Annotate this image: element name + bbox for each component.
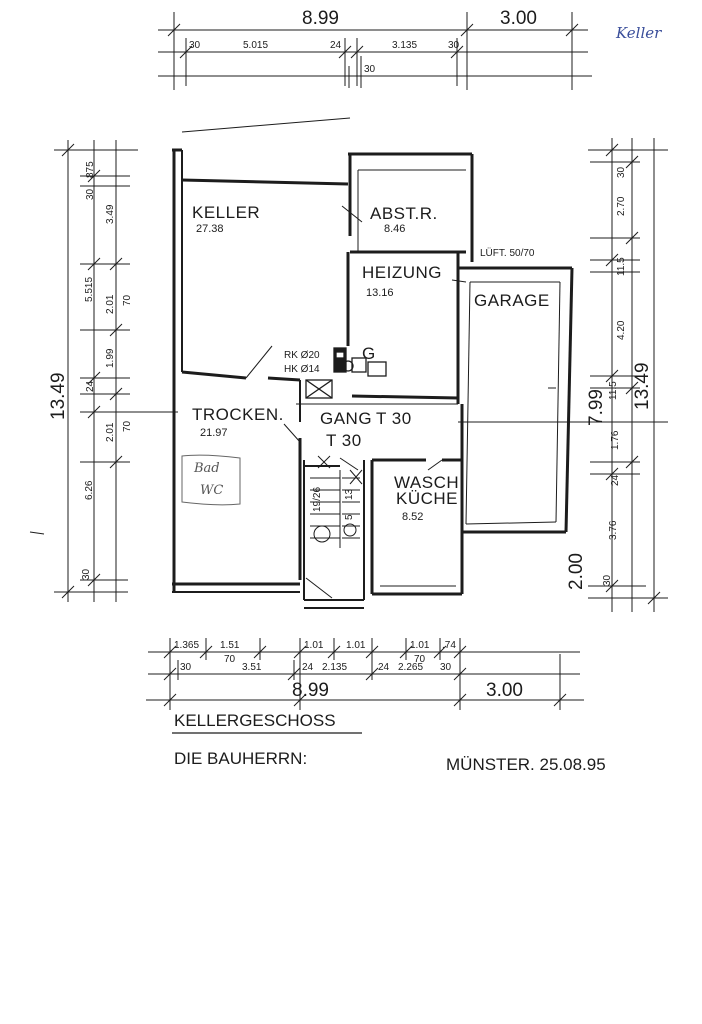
door-swings <box>245 205 556 599</box>
bottom-dim-351: 3.51 <box>242 662 262 673</box>
room-garage-name: GARAGE <box>474 291 550 310</box>
left-dim-24: 24 <box>85 380 96 392</box>
left-dim-70a: 70 <box>122 294 133 306</box>
right-dim-30: 30 <box>616 166 627 178</box>
room-trocken-area: 21.97 <box>200 427 228 439</box>
left-dim-626: 6.26 <box>84 480 95 500</box>
bottom-dim-30b: 30 <box>440 662 452 673</box>
top-dimension-chain <box>158 12 592 90</box>
top-total-main-dim: 8.99 <box>302 8 339 29</box>
right-dim-115b: 11.5 <box>608 381 619 400</box>
room-heizung-name: HEIZUNG <box>362 263 442 282</box>
top-total-garage-dim: 3.00 <box>500 8 537 29</box>
bottom-dim-24b: 24 <box>378 662 390 673</box>
annotation-g: G <box>362 344 376 363</box>
room-heizung-area: 13.16 <box>366 287 394 299</box>
bottom-dim-1365: 1.365 <box>174 640 199 651</box>
bottom-dim-2135: 2.135 <box>322 662 347 673</box>
floor-title: KELLERGESCHOSS <box>174 711 336 730</box>
right-dim-200: 2.00 <box>566 553 587 590</box>
left-dim-201b: 2.01 <box>105 422 116 442</box>
annotation-hk: HK Ø14 <box>284 364 320 375</box>
top-dim-30b: 30 <box>448 40 460 51</box>
bottom-dim-30a: 30 <box>180 662 192 673</box>
bottom-dim-101b: 1.01 <box>346 640 366 651</box>
bottom-dim-101c: 1.01 <box>410 640 430 651</box>
handwritten-keller-note: Keller <box>615 24 662 42</box>
right-dim-24: 24 <box>610 474 621 486</box>
handwritten-bad-box <box>181 454 241 506</box>
bottom-dim-101a: 1.01 <box>304 640 324 651</box>
right-dim-115a: 11.5 <box>616 257 627 276</box>
handwritten-wc: WC <box>200 483 223 498</box>
left-dim-875: 875 <box>85 161 96 178</box>
room-wasch-name2: KÜCHE <box>396 489 458 508</box>
right-dim-376: 3.76 <box>608 520 619 540</box>
bottom-total-garage: 3.00 <box>486 680 523 701</box>
owners-label: DIE BAUHERRN: <box>174 749 307 768</box>
left-dim-199: 1.99 <box>105 348 116 368</box>
bottom-dim-151: 1.51 <box>220 640 240 651</box>
utility-fixtures <box>305 347 387 399</box>
room-abstr-name: ABST.R. <box>370 204 438 223</box>
right-dim-420: 4.20 <box>616 320 627 340</box>
annotation-rk: RK Ø20 <box>284 350 320 361</box>
right-dim-799: 7.99 <box>586 389 607 426</box>
left-dim-30: 30 <box>85 188 96 200</box>
bottom-dim-2265: 2.265 <box>398 662 423 673</box>
left-dimension-chain <box>29 140 178 602</box>
room-gang-name: GANG <box>320 409 372 428</box>
top-dim-3135: 3.135 <box>392 40 417 51</box>
left-dim-30b: 30 <box>81 568 92 580</box>
right-dim-30b: 30 <box>602 574 613 586</box>
room-gang-door2: T 30 <box>326 431 362 450</box>
place-date: MÜNSTER. 25.08.95 <box>446 755 606 774</box>
room-trocken-name: TROCKEN. <box>192 405 284 424</box>
right-dim-176: 1.76 <box>610 430 621 450</box>
top-dim-24: 24 <box>330 40 342 51</box>
annotation-stair3: 5 <box>344 514 355 520</box>
right-dimension-chain <box>560 138 668 612</box>
annotation-lueft: LÜFT. 50/70 <box>480 247 535 259</box>
annotation-stair1: 19/26 <box>312 487 323 512</box>
top-dim-5015: 5.015 <box>243 40 268 51</box>
room-wasch-area: 8.52 <box>402 511 423 523</box>
left-dim-5515: 5.515 <box>84 277 95 302</box>
handwritten-bad: Bad <box>193 461 220 476</box>
bottom-dim-24a: 24 <box>302 662 314 673</box>
stair <box>310 455 363 548</box>
left-total-dim: 13.49 <box>48 372 69 420</box>
room-wasch-name1: WASCH. <box>394 473 464 492</box>
walls <box>130 117 574 609</box>
left-dim-201a: 2.01 <box>105 294 116 314</box>
bottom-total-main: 8.99 <box>292 680 329 701</box>
annotation-stair2: 13 <box>344 488 355 500</box>
top-dim-30c: 30 <box>364 64 376 75</box>
left-dim-349: 3.49 <box>105 204 116 224</box>
bottom-dim-70b: 70 <box>414 654 426 665</box>
room-keller-name: KELLER <box>192 203 260 222</box>
right-dim-270: 2.70 <box>616 196 627 216</box>
room-keller-area: 27.38 <box>196 223 224 235</box>
top-dim-30a: 30 <box>189 40 201 51</box>
bottom-dimension-chain <box>146 638 584 710</box>
right-total-dim: 13.49 <box>632 362 653 410</box>
room-abstr-area: 8.46 <box>384 223 405 235</box>
left-dim-70b: 70 <box>122 420 133 432</box>
bottom-dim-74: .74 <box>442 640 456 651</box>
bottom-dim-70a: 70 <box>224 654 236 665</box>
room-gang-door: T 30 <box>376 409 412 428</box>
